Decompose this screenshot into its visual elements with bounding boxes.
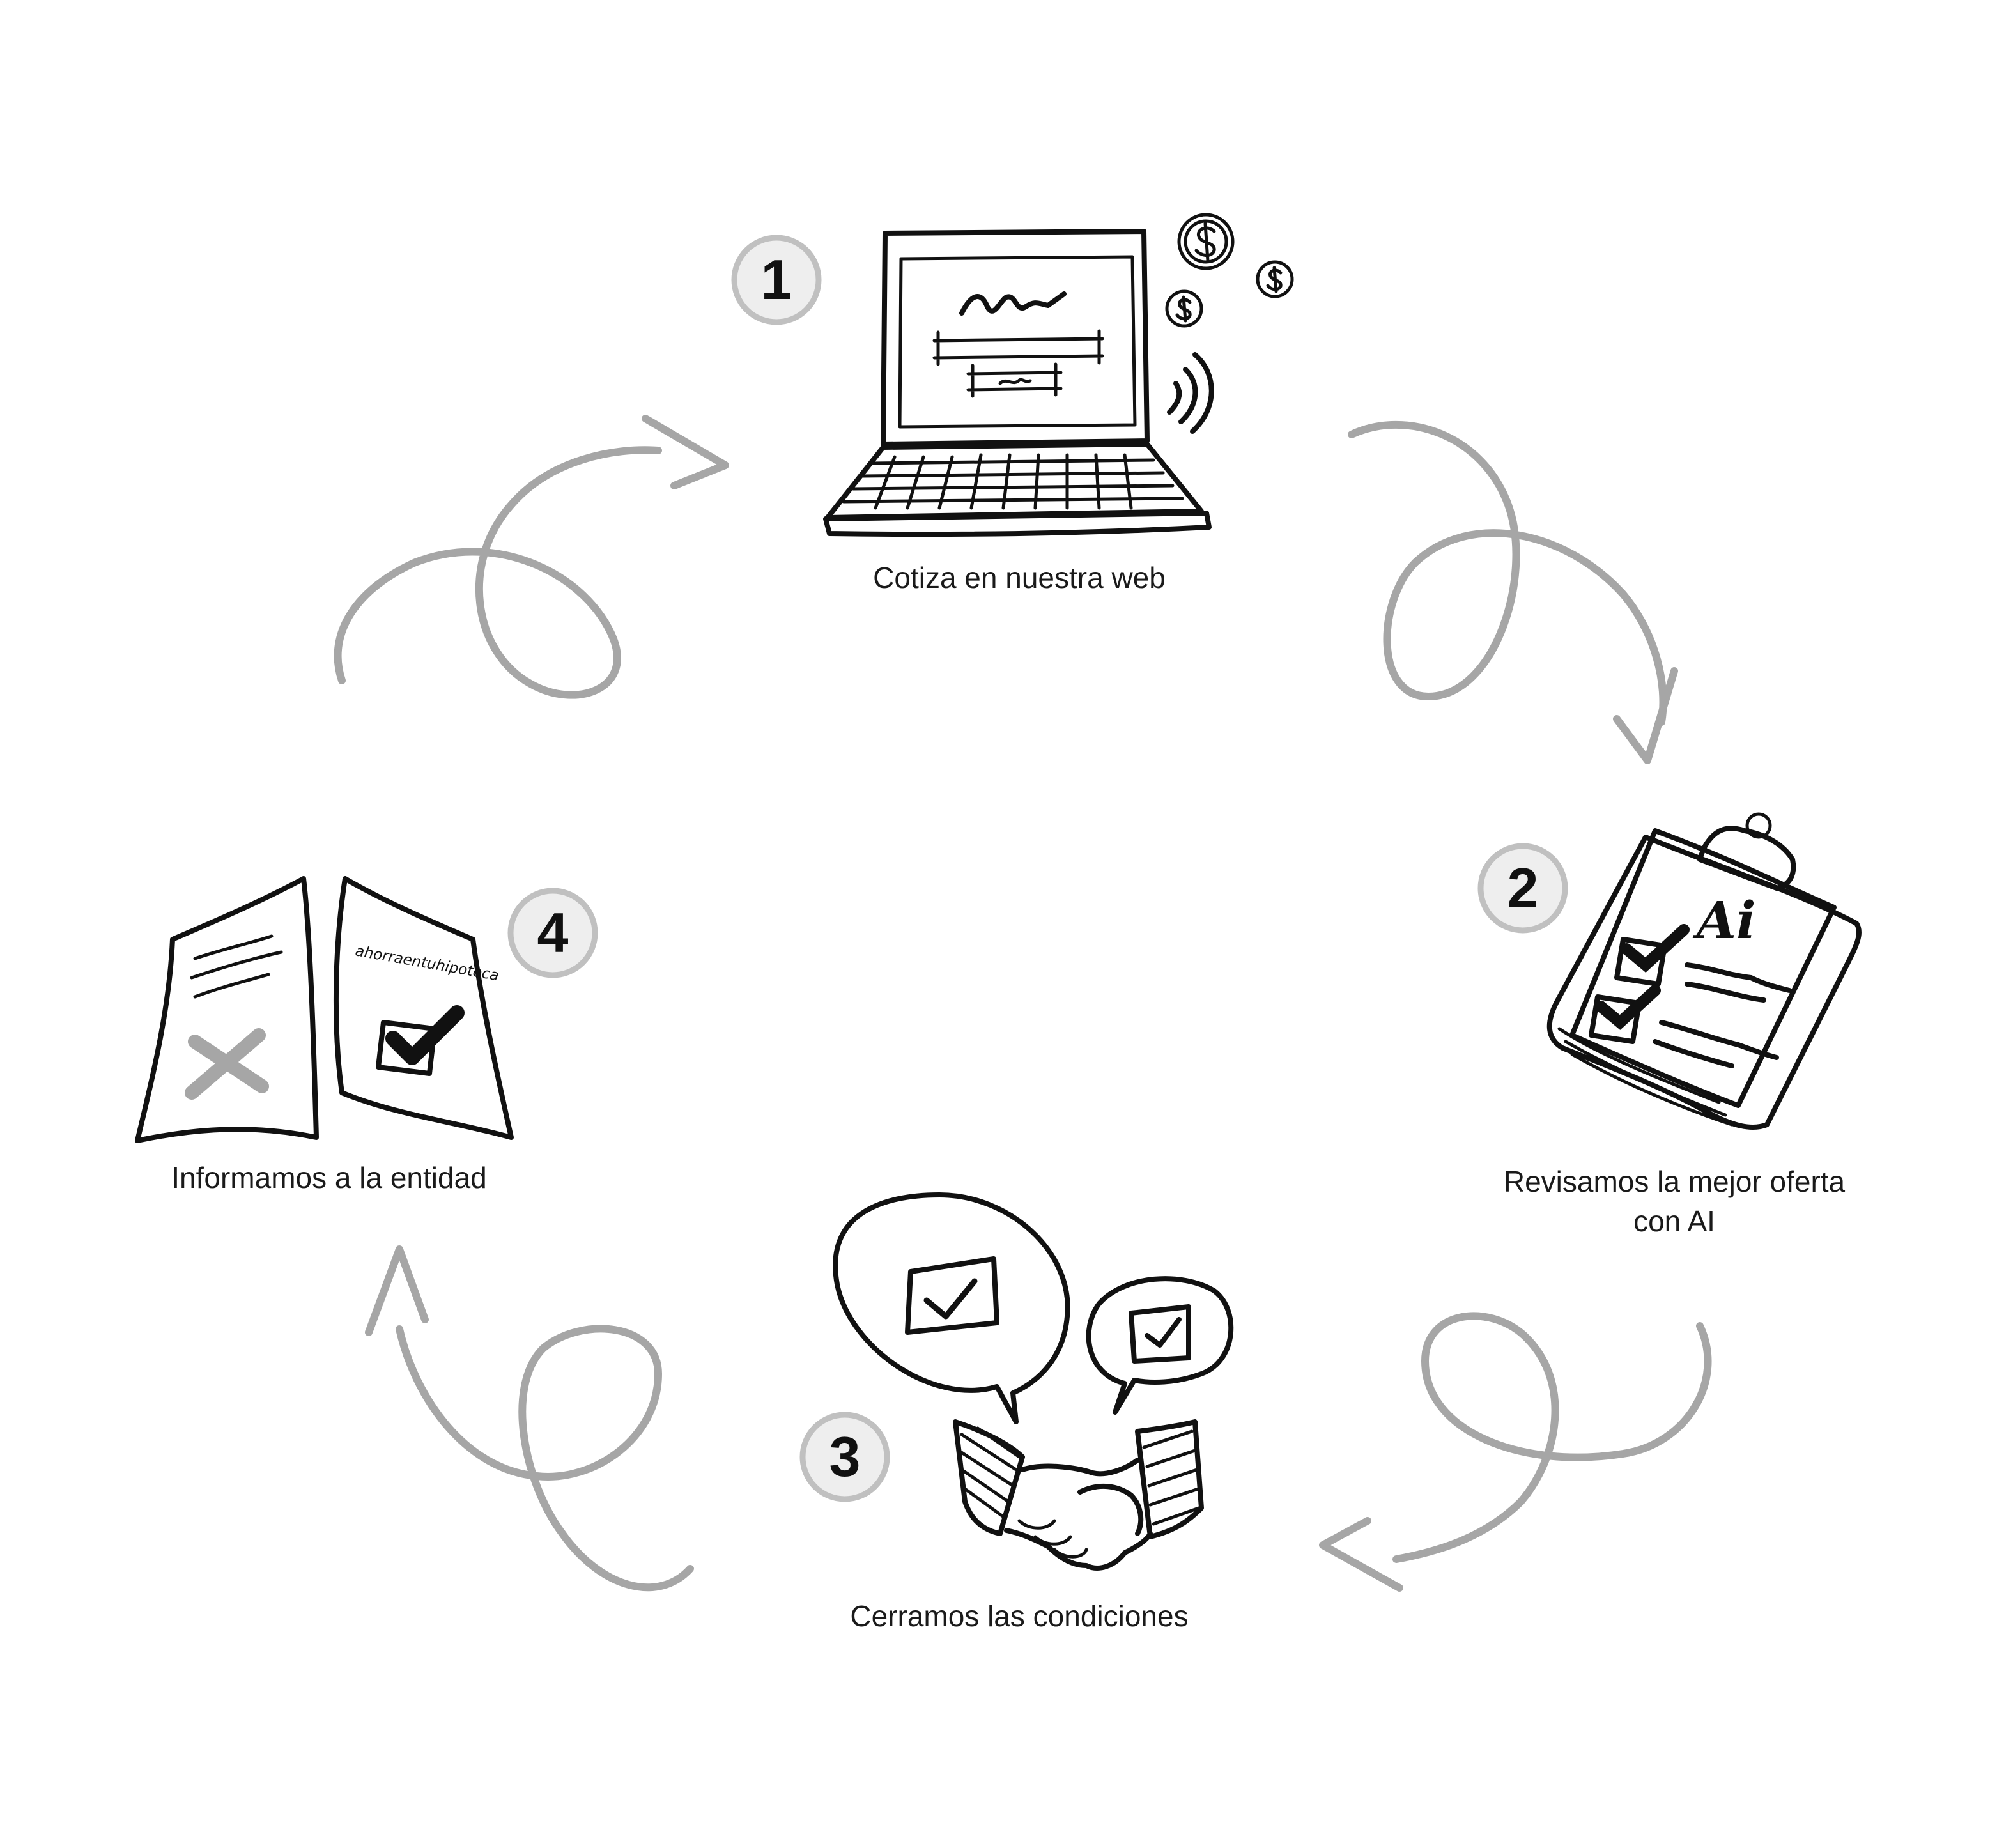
arrow-1-to-2 — [1348, 420, 1678, 764]
document-brand-text: ahorraentuhipoteca — [354, 943, 500, 984]
step-1-label: Cotiza en nuestra web — [873, 561, 1166, 594]
clipboard-ai-text: Ai — [1692, 890, 1755, 950]
arrow-4-to-1 — [334, 415, 729, 699]
arrow-3-to-4 — [365, 1245, 694, 1592]
laptop-icon — [823, 213, 1294, 537]
step-badge-2: 2 — [1477, 843, 1568, 934]
svg-text:4: 4 — [537, 901, 569, 964]
step-badge-3: 3 — [799, 1412, 890, 1502]
svg-text:2: 2 — [1507, 856, 1539, 920]
step-2-label: Revisamos la mejor oferta con AI — [1419, 1162, 1930, 1241]
step-2-label-line-1: Revisamos la mejor oferta — [1503, 1165, 1846, 1198]
svg-text:3: 3 — [829, 1425, 861, 1488]
step-4-label: Informamos a la entidad — [171, 1161, 487, 1194]
coin-icon — [1256, 260, 1294, 298]
step-3-label: Cerramos las condiciones — [850, 1599, 1189, 1633]
coin-icon — [1165, 289, 1203, 328]
step-badge-1: 1 — [731, 235, 822, 325]
clipboard-checklist-icon: Ai — [1546, 812, 1862, 1130]
svg-text:1: 1 — [761, 248, 792, 311]
step-badge-4: 4 — [507, 888, 598, 978]
handshake-icon — [833, 1192, 1234, 1571]
documents-icon: ahorraentuhipoteca — [135, 876, 514, 1143]
step-2-label-line-2: con AI — [1633, 1205, 1715, 1238]
coin-icon — [1177, 213, 1235, 270]
arrow-2-to-3 — [1319, 1312, 1712, 1592]
